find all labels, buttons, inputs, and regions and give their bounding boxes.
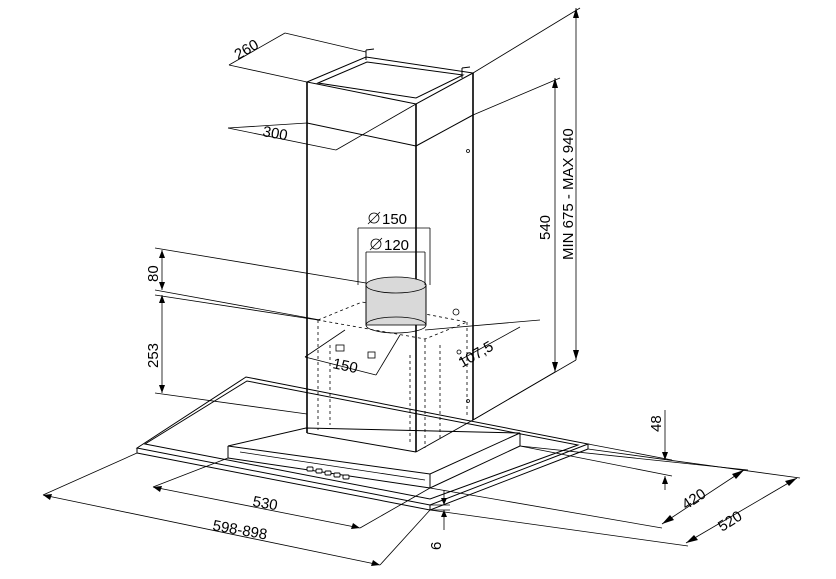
dim-label-530: 530 xyxy=(251,493,279,514)
dim-label-253: 253 xyxy=(145,343,162,368)
dim-label-outlet-front: 150 xyxy=(331,355,359,377)
dim-label-outlet-side: 107,5 xyxy=(456,338,497,371)
dim-label-total-height: MIN 675 - MAX 940 xyxy=(560,128,577,260)
dim-label-300: 300 xyxy=(261,123,289,144)
dimension-total-height: MIN 675 - MAX 940 xyxy=(472,7,581,421)
dimension-80: 80 xyxy=(145,247,367,321)
diameter-icon xyxy=(367,211,381,225)
dimension-outlet-side: 107,5 xyxy=(424,319,541,371)
dimension-253: 253 xyxy=(145,294,319,415)
control-buttons xyxy=(306,466,350,480)
diameter-icon xyxy=(369,237,383,251)
dimension-598-898: 598-898 xyxy=(42,452,431,566)
control-button-4 xyxy=(333,472,341,478)
control-panel-body xyxy=(227,427,521,489)
control-button-5 xyxy=(342,474,350,480)
control-button-2 xyxy=(315,468,323,474)
outlet-duct xyxy=(365,276,427,334)
dimension-outlet-front: 150 xyxy=(304,329,401,377)
dimension-540: 540 xyxy=(472,77,561,421)
dimension-48: 48 xyxy=(519,410,673,490)
dimension-outlet-outer: 150 xyxy=(357,211,431,285)
dimension-260: 260 xyxy=(228,32,367,83)
control-button-3 xyxy=(324,470,332,476)
dim-label-598-898: 598-898 xyxy=(211,517,268,543)
dim-label-6: 6 xyxy=(428,542,445,550)
dimension-530: 530 xyxy=(152,457,431,529)
dim-label-420: 420 xyxy=(679,485,709,513)
dim-label-outlet-outer: 150 xyxy=(382,211,407,228)
dim-label-520: 520 xyxy=(715,508,745,536)
dimension-outlet-inner: 120 xyxy=(365,237,426,285)
dim-label-260: 260 xyxy=(232,36,262,63)
dimension-300: 300 xyxy=(227,103,417,151)
dim-label-outlet-inner: 120 xyxy=(384,237,409,254)
dim-label-80: 80 xyxy=(145,265,162,282)
control-button-1 xyxy=(306,466,314,472)
dimension-6: 6 xyxy=(428,490,450,550)
dim-label-540: 540 xyxy=(537,215,554,240)
dim-label-48: 48 xyxy=(648,415,665,432)
